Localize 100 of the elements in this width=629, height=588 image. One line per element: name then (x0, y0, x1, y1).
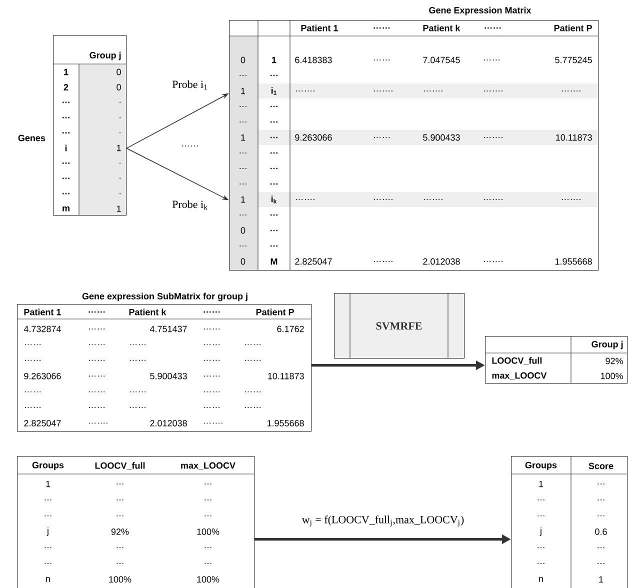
table-cell: LOOCV_full (95, 462, 145, 470)
table-cell: Patient 1 (24, 308, 61, 316)
table-cell: … (62, 116, 70, 118)
table-cell: j (540, 528, 542, 536)
table-cell: …… (24, 407, 40, 408)
table-cell: …… (24, 344, 40, 346)
table-cell: 0 (116, 84, 121, 90)
table-cell: Group j (90, 52, 121, 60)
table-cell: 5.900433 (423, 134, 460, 141)
table-cell: … (270, 121, 278, 123)
table-cell: … (62, 178, 70, 180)
table-cell: … (62, 192, 70, 194)
table-cell: … (204, 515, 212, 516)
table-cell: …… (24, 360, 40, 361)
table-cell: …… (130, 360, 146, 361)
table-cell: 1 (539, 480, 544, 488)
table-cell: 2.012038 (150, 420, 187, 426)
table-cell: … (270, 183, 278, 185)
table-cell: … (204, 563, 212, 564)
side-label: Genes (18, 134, 46, 142)
table-cell: ……. (296, 90, 314, 92)
table-title: Gene Expression Matrix (429, 6, 532, 16)
table-cell: 2.825047 (24, 420, 61, 426)
table-cell: … (538, 547, 544, 548)
table-cell: … (62, 132, 70, 134)
table-cell: 9.263066 (295, 134, 332, 141)
table-cell: 10.11873 (268, 372, 304, 380)
edge-label: Probe i$_{k}$ (172, 200, 208, 210)
table-cell: ……. (484, 261, 502, 262)
table-cell: 0 (116, 68, 121, 76)
table-cell: …… (244, 407, 260, 408)
table-cell: ……. (562, 90, 580, 92)
table-cell: … (44, 563, 52, 564)
table-cell: …… (204, 360, 220, 361)
table-cell: … (44, 499, 52, 500)
table-cell: …… (130, 391, 146, 392)
table-cell: ……. (374, 199, 392, 200)
table-cell: … (598, 499, 604, 500)
table-cell: 4.751437 (150, 326, 187, 332)
table-cell: … (270, 136, 278, 138)
table-cell: … (270, 74, 278, 76)
table-cell: 1 (241, 196, 246, 203)
table-cell: … (538, 563, 544, 564)
table-cell: 7.047545 (423, 56, 460, 64)
table-cell: … (240, 106, 246, 107)
table-cell: Patient P (256, 308, 294, 316)
table-cell: …… (484, 27, 501, 29)
table-cell: ……. (484, 137, 502, 138)
table-cell: 6.418383 (295, 56, 332, 64)
process-box: SVMRFE (334, 292, 465, 359)
table-cell: 2 (64, 84, 68, 90)
table-cell: 5.900433 (150, 372, 187, 380)
table-cell: Patient k (423, 24, 460, 32)
table-cell: Patient P (554, 24, 592, 32)
table-cell: max_LOOCV (181, 462, 236, 470)
table-cell: …… (244, 360, 260, 361)
table-cell: … (44, 515, 52, 516)
table-cell: 2.825047 (295, 258, 332, 265)
table-cell: …… (88, 311, 105, 313)
table-cell: Groups (32, 462, 64, 470)
table-cell: … (270, 230, 278, 232)
table-cell: …… (88, 391, 104, 392)
table-cell: 2.012038 (423, 258, 460, 265)
table-cell: ……. (484, 199, 502, 200)
table-cell: … (116, 563, 124, 564)
table-cell: i$_{k}$ (271, 196, 277, 204)
table-cell: ……. (296, 199, 314, 200)
table-cell: 1 (599, 576, 604, 582)
table-cell: ……. (484, 90, 502, 92)
table-cell: i (65, 144, 67, 152)
table-cell: … (116, 499, 124, 500)
table-cell: 1 (117, 206, 121, 212)
table-cell: 100% (197, 528, 220, 535)
table-cell: 0 (240, 227, 246, 234)
table-cell: ……. (374, 261, 392, 262)
table-cell: 100% (197, 576, 220, 583)
table-cell: 100% (600, 372, 623, 380)
table-cell: ……. (562, 199, 580, 200)
table-cell: …… (88, 376, 104, 377)
table-cell: Score (588, 462, 614, 470)
table-cell: 4.732874 (24, 326, 61, 332)
table-cell: 10.11873 (556, 134, 592, 141)
table-cell: …… (204, 311, 220, 313)
table-cell: ……. (424, 199, 442, 200)
table-cell: 1 (46, 480, 50, 488)
table-cell: … (204, 499, 212, 500)
table-cell: …… (244, 391, 260, 392)
table-cell: 92% (111, 528, 129, 535)
table-cell: …… (88, 344, 104, 346)
table-cell: i$_{1}$ (271, 87, 276, 95)
table-cell: 1 (241, 134, 246, 141)
table-cell: … (270, 245, 278, 247)
table-cell: ……. (424, 90, 442, 92)
table-cell: …… (374, 27, 390, 29)
table-cell: … (240, 152, 246, 154)
table-cell: … (240, 214, 246, 216)
table-cell: 1 (64, 68, 68, 76)
table-cell: …… (204, 328, 220, 330)
table-cell: 92% (606, 358, 623, 364)
table-cell: Group j (592, 340, 623, 350)
